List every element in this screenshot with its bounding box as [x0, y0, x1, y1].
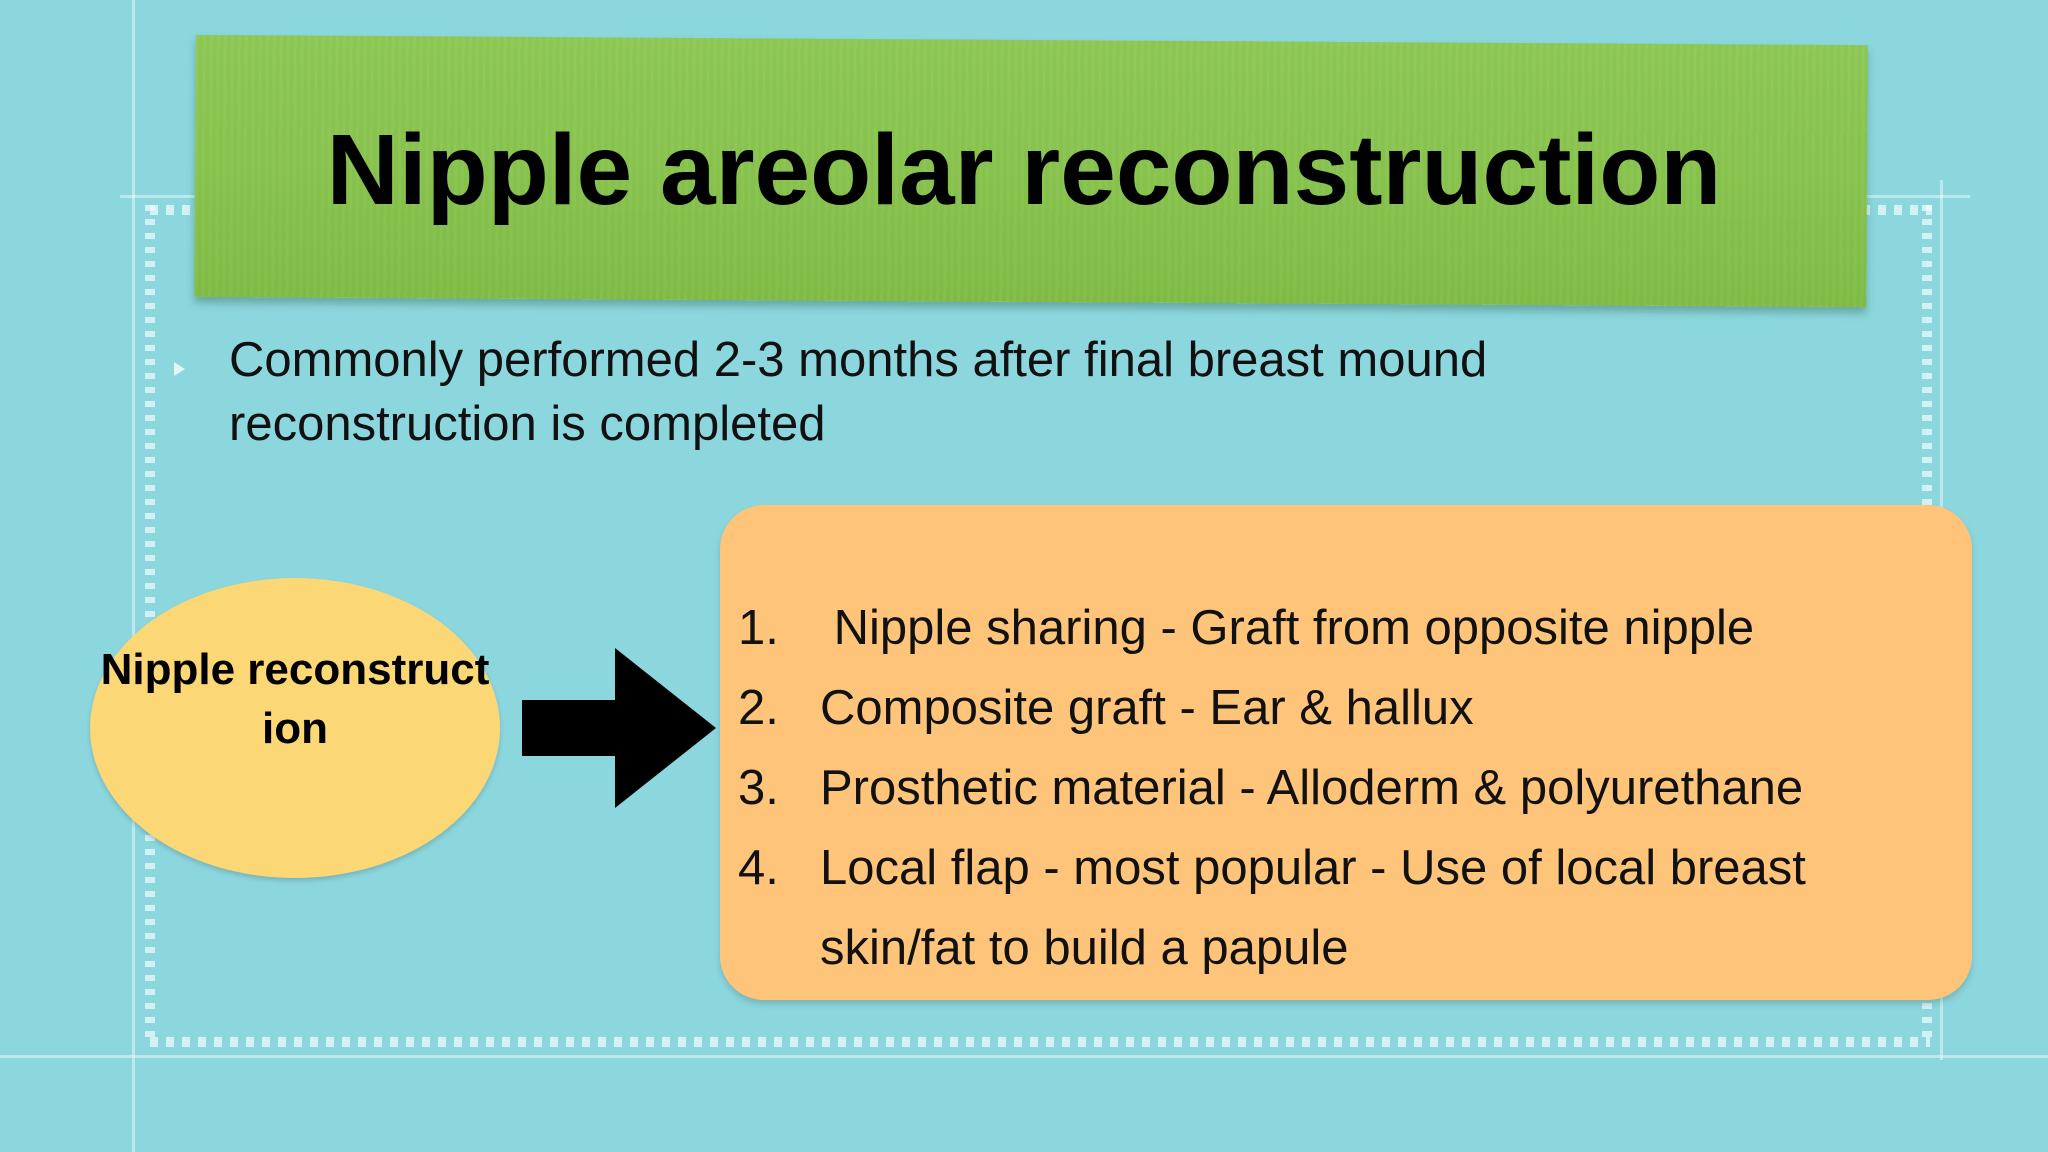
list-item-text: Prosthetic material - Alloderm & polyure… [820, 761, 1804, 815]
bullet-text: Commonly performed 2-3 months after fina… [229, 333, 1488, 451]
list-item: 3. Prosthetic material - Alloderm & poly… [738, 748, 1958, 828]
list-item-number: 3. [738, 761, 779, 815]
list-item: 4. Local flap - most popular - Use of lo… [738, 828, 1958, 988]
frame-line-bottom [0, 1055, 2048, 1058]
list-item-text: Nipple sharing - Graft from opposite nip… [820, 601, 1755, 655]
list-item-text: Composite graft - Ear & hallux [820, 681, 1474, 735]
list-item-number: 2. [738, 681, 779, 735]
frame-dots-top-right [1862, 205, 1932, 215]
slide-title: Nipple areolar reconstruction [326, 114, 1722, 226]
frame-line-left [132, 0, 135, 1152]
oval-label: Nipple reconstruct ion [100, 645, 490, 753]
frame-dots-top-left [150, 205, 200, 215]
arrow-right-icon [522, 648, 716, 808]
list-item: 1. Nipple sharing - Graft from opposite … [738, 588, 1958, 668]
list-item-number: 4. [738, 841, 779, 895]
list-box [720, 505, 1972, 1000]
triangle-bullet-icon [174, 362, 185, 376]
reconstruction-methods-list: 1. Nipple sharing - Graft from opposite … [738, 588, 1958, 988]
frame-dots-bottom [150, 1037, 1930, 1047]
oval-shape [90, 578, 500, 878]
list-item: 2. Composite graft - Ear & hallux [738, 668, 1958, 748]
list-item-number: 1. [738, 601, 779, 655]
list-item-text: Local flap - most popular - Use of local… [820, 841, 1806, 975]
